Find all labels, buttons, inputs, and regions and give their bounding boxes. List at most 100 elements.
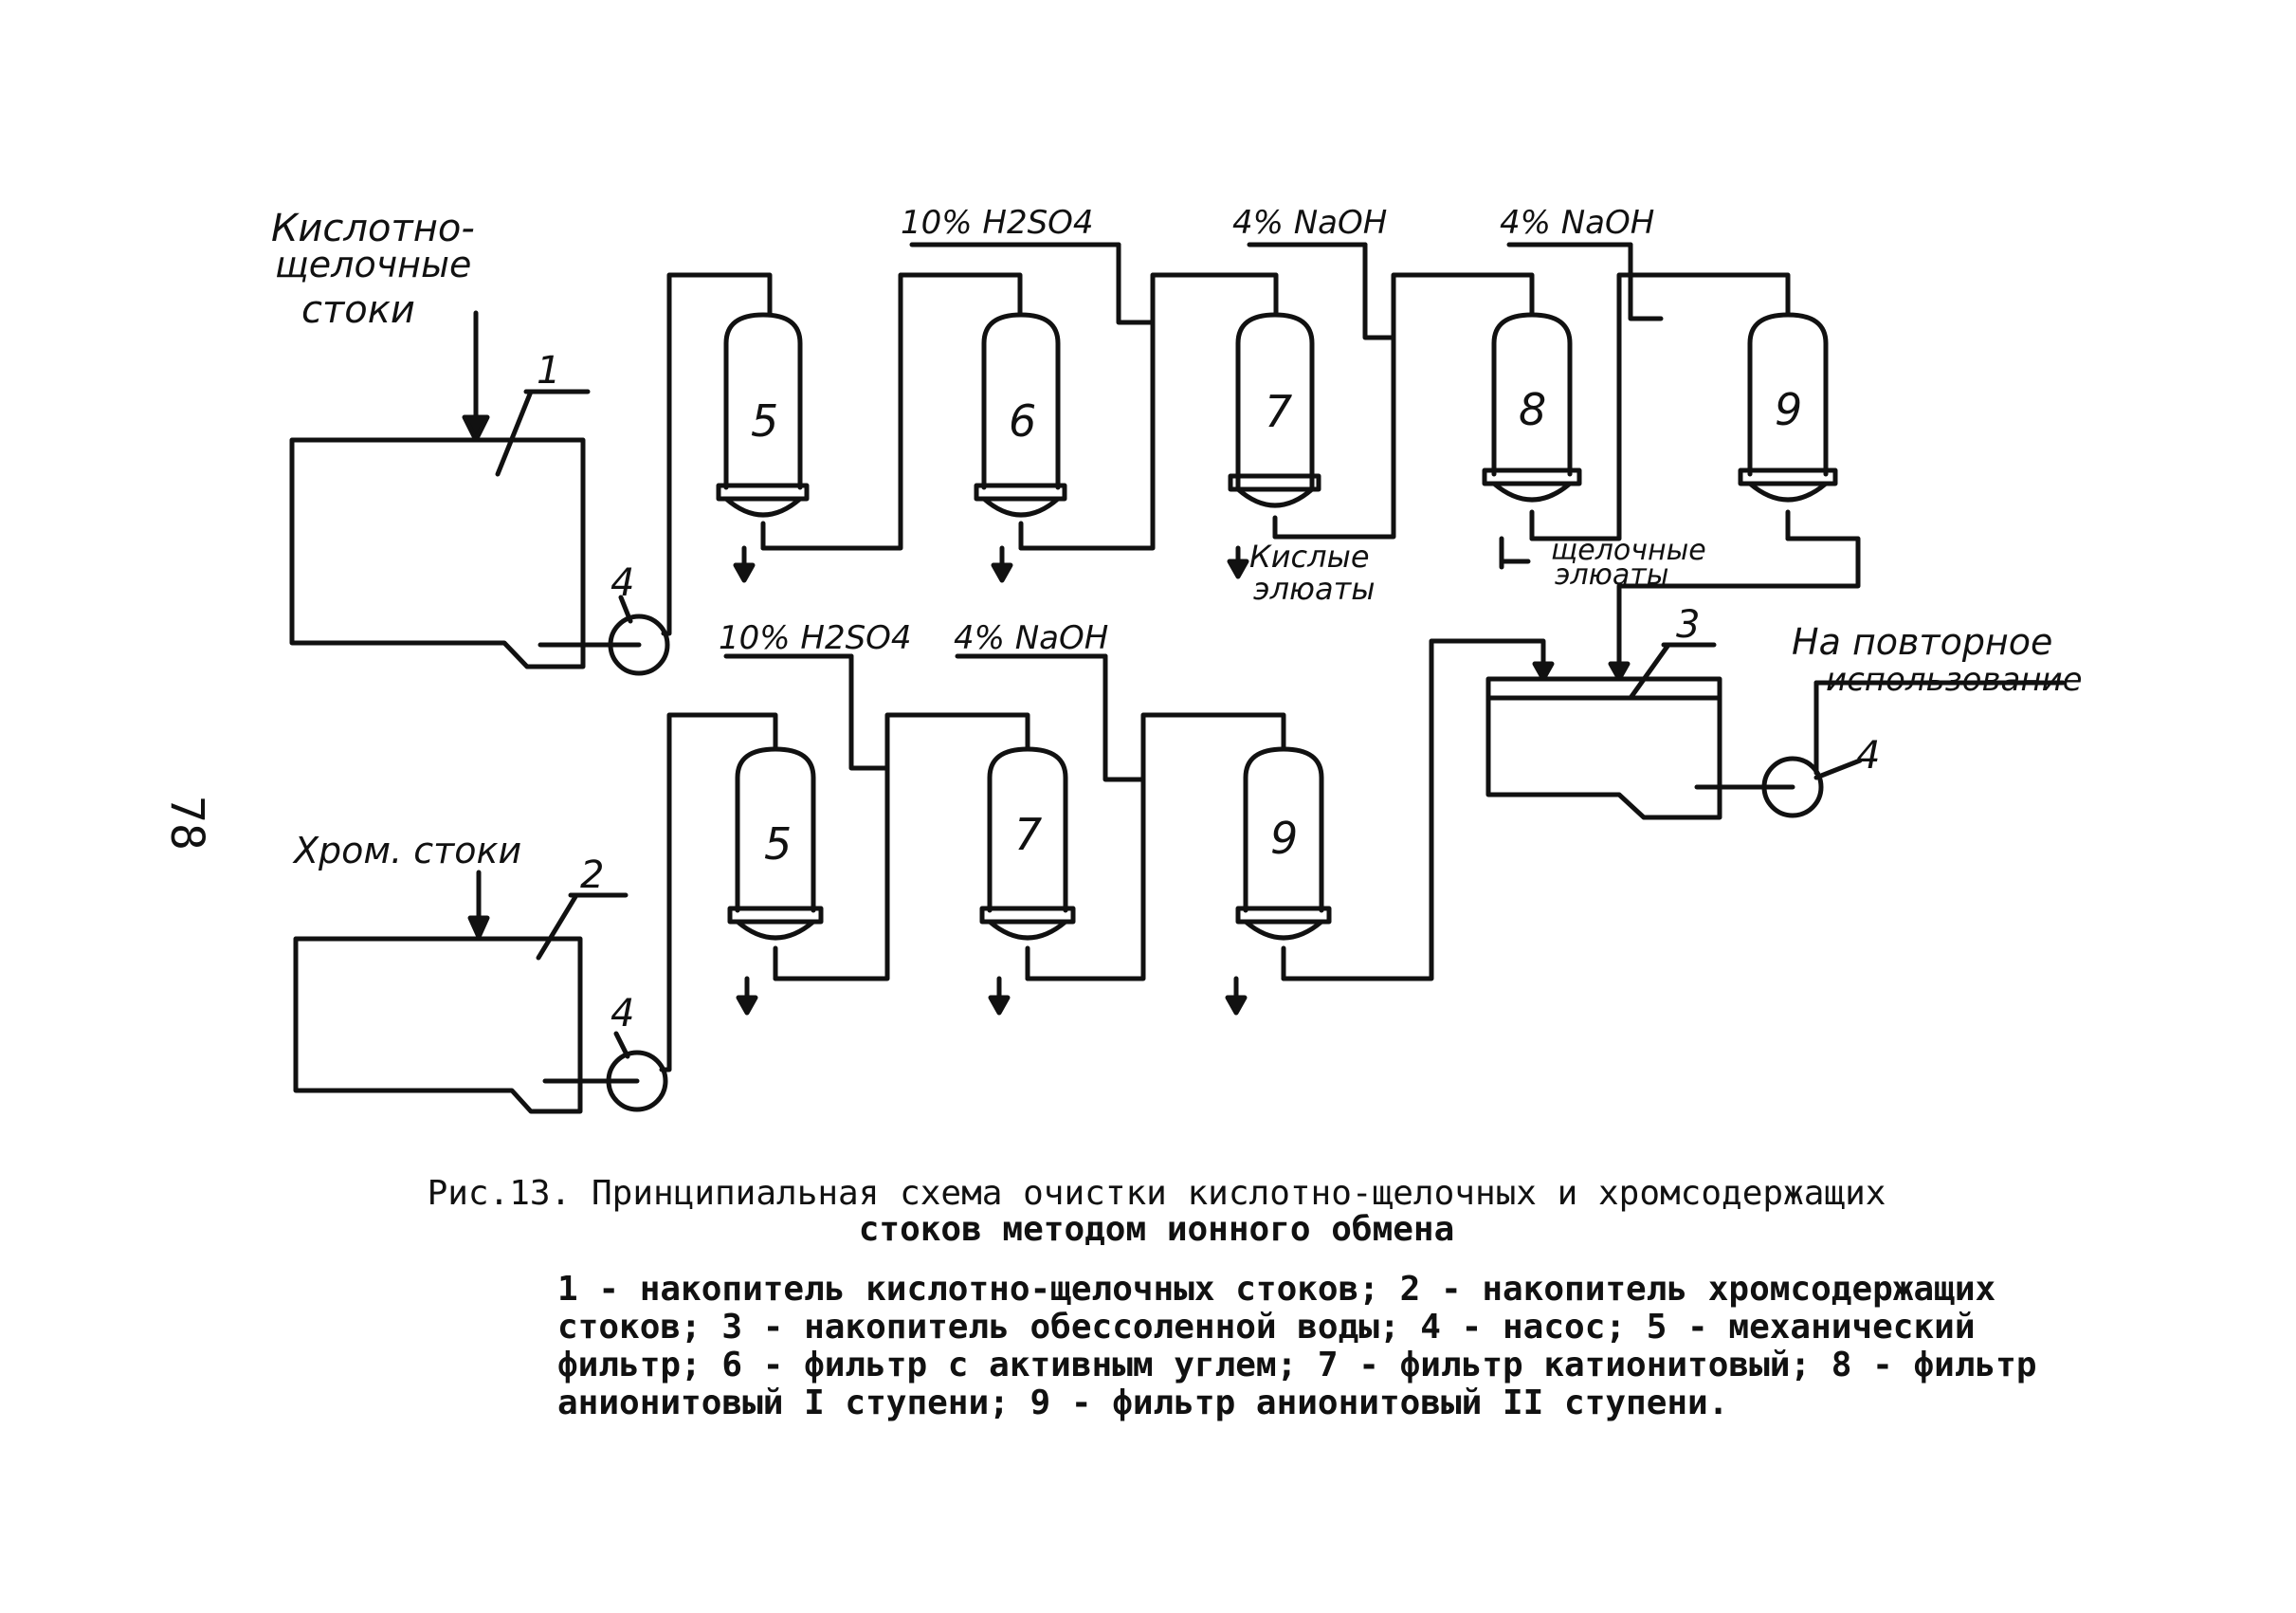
alkaline-eluates-label-2: элюаты: [1555, 559, 1668, 592]
inflow-label-line-3: стоки: [301, 288, 415, 332]
acid-eluates-label-2: элюаты: [1253, 571, 1375, 607]
reagent-naoh-2-label: 4% NaOH: [1500, 204, 1654, 242]
legend-line-1: 1 - накопитель кислотно-щелочных стоков;…: [557, 1270, 1996, 1309]
pump-bottom-number: 4: [610, 992, 634, 1036]
bottom-filter-7-drain-arrow: [988, 995, 1011, 1016]
tank-3-inlet-arrow: [1608, 661, 1631, 682]
bottom-filter-5-flange: [727, 906, 824, 925]
top-filter-6-body: [981, 312, 1061, 490]
top-filter-7-flange: [1228, 473, 1321, 492]
pump-right-number: 4: [1856, 734, 1880, 778]
bottom-filter-5-body: [735, 746, 816, 913]
acid-eluates-label-1: Кислые: [1249, 539, 1370, 575]
caption-text-line-1: Принципиальная схема очистки кислотно-ще…: [591, 1174, 1886, 1213]
legend-line-4: анионитовый I ступени; 9 - фильтр аниони…: [557, 1384, 1729, 1422]
tank-1-arrowhead: [462, 414, 490, 443]
top-filter-6-number: 6: [1009, 395, 1036, 447]
bottom-filter-9-flange: [1235, 906, 1332, 925]
bottom-filter-5-number: 5: [764, 818, 792, 870]
reagent-line-h2so4-bottom-drop: [848, 653, 890, 771]
pipe-bf7-to-bf9: [1025, 712, 1286, 981]
bottom-filter-9-bottom: [1243, 919, 1324, 941]
top-filter-9-flange: [1738, 467, 1838, 486]
tank-1-leader: [495, 389, 534, 477]
caption-line-1: Рис.13. Принципиальная схема очистки кис…: [379, 1176, 1934, 1212]
tank-2-body: [293, 936, 583, 1114]
pipe-f8-to-f9: [1529, 272, 1791, 541]
top-filter-7-bottom: [1235, 486, 1315, 508]
bottom-filter-9-drain-arrow: [1225, 995, 1248, 1016]
caption-prefix: Рис.13.: [427, 1174, 572, 1213]
reuse-label-1: На повторное: [1792, 621, 2052, 663]
inflow-label-line-2: щелочные: [275, 244, 471, 285]
pipe-f7-to-f8: [1272, 272, 1535, 540]
caption-line-2: стоков методом ионного обмена: [858, 1210, 1455, 1249]
top-filter-9-number: 9: [1775, 384, 1802, 435]
tank-2-leader: [536, 892, 579, 961]
top-filter-6-flange: [974, 483, 1067, 502]
bottom-filter-9-body: [1243, 746, 1324, 913]
reagent-h2so4-bottom-label: 10% H2SO4: [719, 619, 912, 657]
reagent-h2so4-top-label: 10% H2SO4: [901, 204, 1094, 242]
reagent-line-naoh-bottom-drop: [1102, 653, 1146, 782]
pump-bottom-leader: [613, 1031, 630, 1059]
bottom-filter-5-drain-arrow: [736, 995, 758, 1016]
tank-3-body: [1485, 676, 1722, 820]
pipe-f6-to-f7: [1018, 272, 1279, 551]
top-filter-7-drain-arrow: [1227, 559, 1249, 579]
legend-line-3: фильтр; 6 - фильтр с активным углем; 7 -…: [557, 1346, 2037, 1384]
pipe-bf9-to-tank3-arrow: [1532, 661, 1555, 682]
page-number: 78: [159, 796, 213, 851]
tank-2-arrowhead: [467, 915, 490, 940]
pipe-bf9-to-tank3: [1281, 638, 1546, 981]
bottom-filter-7-body: [987, 746, 1068, 913]
bottom-filter-7-bottom: [987, 919, 1068, 941]
pipe-pump2-to-bf5: [659, 712, 778, 1072]
tank-1-body: [289, 437, 586, 669]
top-filter-5-flange: [716, 483, 810, 502]
top-filter-5-drain-arrow: [733, 562, 756, 583]
pump-top-number: 4: [610, 561, 634, 605]
reuse-label-2: использование: [1826, 661, 2083, 699]
alkaline-eluates-label-1: щелочные: [1551, 534, 1706, 567]
top-filter-8-body: [1491, 312, 1573, 477]
bottom-filter-5-bottom: [735, 919, 816, 941]
top-filter-6-drain-arrow: [991, 562, 1013, 583]
chrome-inflow-label: Хром. стоки: [292, 830, 521, 871]
pipe-pump1-to-f5: [661, 272, 773, 636]
top-filter-9-body: [1747, 312, 1829, 477]
reagent-naoh-1-label: 4% NaOH: [1232, 204, 1387, 242]
reagent-line-naoh-1-drop: [1362, 242, 1396, 340]
legend-line-2: стоков; 3 - накопитель обессоленной воды…: [557, 1308, 1976, 1347]
bottom-filter-9-number: 9: [1270, 813, 1298, 864]
inflow-label-line-1: Кислотно-: [271, 207, 475, 250]
pump-right-leader: [1813, 758, 1863, 780]
figure-legend: 1 - накопитель кислотно-щелочных стоков;…: [557, 1271, 2131, 1422]
pipe-bf5-to-bf7: [773, 712, 1030, 981]
top-filter-5-bottom: [723, 496, 803, 518]
pipe-f5-to-f6: [760, 272, 1023, 551]
tank-3-leader: [1628, 642, 1671, 701]
tank-1-number: 1: [537, 349, 560, 393]
top-filter-9-bottom: [1747, 481, 1829, 503]
top-filter-8-bottom: [1491, 481, 1573, 503]
top-filter-5-number: 5: [751, 395, 778, 447]
top-filter-5-body: [723, 312, 803, 490]
pipe-f9-to-tank3: [1616, 536, 1861, 678]
bottom-filter-7-number: 7: [1014, 809, 1042, 860]
top-filter-7-body: [1235, 312, 1315, 490]
reagent-line-h2so4-top-drop: [1116, 242, 1156, 325]
bottom-filter-7-flange: [979, 906, 1076, 925]
top-filter-8-number: 8: [1519, 384, 1546, 435]
reagent-line-naoh-2-drop: [1628, 242, 1664, 321]
pump-top-leader: [618, 595, 633, 624]
top-filter-8-drain: [1499, 536, 1531, 564]
reagent-naoh-bottom-label: 4% NaOH: [954, 619, 1108, 657]
top-filter-8-flange: [1482, 467, 1582, 486]
tank-2-number: 2: [580, 853, 604, 897]
top-filter-6-bottom: [981, 496, 1061, 518]
top-filter-7-number: 7: [1265, 386, 1292, 437]
tank-3-number: 3: [1676, 603, 1700, 647]
figure-caption: Рис.13. Принципиальная схема очистки кис…: [379, 1176, 1934, 1248]
